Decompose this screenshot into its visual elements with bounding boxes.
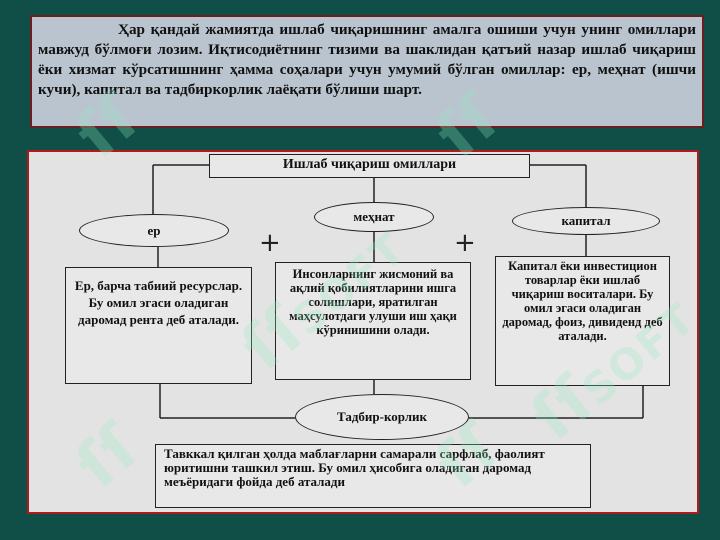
factor-land-description: Ер, барча табиий ресурслар. Бу омил эгас… bbox=[65, 267, 252, 384]
entrepreneurship-description: Тавккал қилган ҳолда маблағларни самарал… bbox=[155, 444, 591, 508]
entrepreneurship-ellipse: Тадбир-корлик bbox=[295, 394, 469, 440]
factor-capital-ellipse: капитал bbox=[512, 207, 660, 235]
plus-sign-1: + bbox=[259, 228, 281, 258]
factor-labor-description: Инсонларнинг жисмоний ва ақлий қобилиятл… bbox=[275, 262, 471, 380]
diagram-title: Ишлаб чиқариш омиллари bbox=[209, 154, 530, 178]
factor-labor-ellipse: меҳнат bbox=[314, 202, 434, 232]
factor-land-ellipse: ер bbox=[79, 214, 229, 247]
connector-lines bbox=[152, 164, 644, 419]
factors-diagram: Ишлаб чиқариш омиллари ер меҳнат капитал… bbox=[27, 150, 699, 514]
intro-text-box: Ҳар қандай жамиятда ишлаб чиқаришнинг ам… bbox=[30, 15, 704, 128]
intro-paragraph: Ҳар қандай жамиятда ишлаб чиқаришнинг ам… bbox=[38, 21, 696, 98]
plus-sign-2: + bbox=[454, 228, 476, 258]
factor-capital-description: Капитал ёки инвестицион товарлар ёки ишл… bbox=[495, 256, 670, 386]
